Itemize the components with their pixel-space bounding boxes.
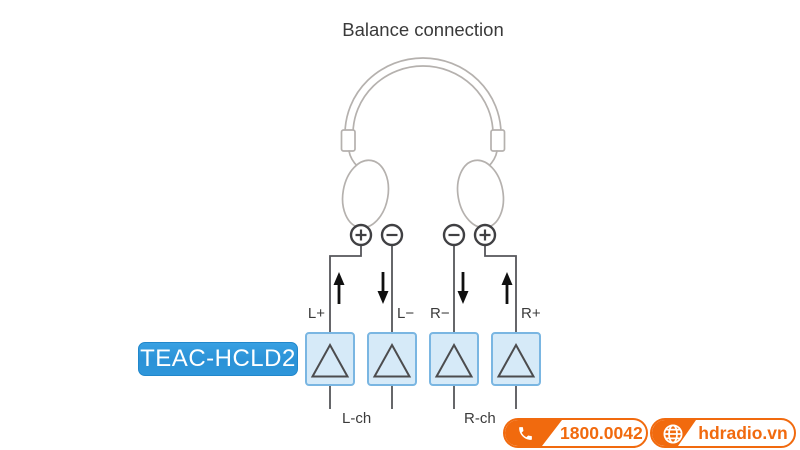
right-slider-block — [490, 129, 506, 152]
wire-r-plus — [484, 245, 517, 345]
device-badge: TEAC-HCLD2 — [138, 342, 298, 376]
arrow-down-icon — [457, 272, 469, 304]
amp-triangle-icon — [434, 342, 474, 378]
label-l-minus: L− — [397, 305, 415, 322]
flow-arrows — [333, 272, 513, 304]
arrow-up-icon — [333, 272, 345, 304]
arrow-down-icon — [377, 272, 389, 304]
phone-icon — [519, 427, 532, 440]
headband-inner-arc — [352, 65, 494, 135]
left-slider-block — [340, 129, 356, 152]
amp-triangle-icon — [372, 342, 412, 378]
globe-icon — [663, 424, 683, 444]
label-l-plus: L+ — [307, 305, 325, 322]
label-r-ch: R-ch — [464, 410, 496, 427]
label-r-minus: R− — [430, 305, 450, 322]
amp-triangle-icon — [496, 342, 536, 378]
label-r-plus: R+ — [521, 305, 541, 322]
wires — [329, 245, 517, 409]
website-badge[interactable]: hdradio.vn — [650, 418, 796, 448]
arrow-up-icon — [501, 272, 513, 304]
plus-sign — [355, 229, 367, 241]
hotline-number: 1800.0042 — [560, 423, 643, 443]
website-url: hdradio.vn — [698, 423, 788, 443]
diagram-title: Balance connection — [342, 19, 504, 40]
hotline-badge[interactable]: 1800.0042 — [503, 418, 648, 448]
amp-triangle-icon — [310, 342, 350, 378]
headphones-outline — [340, 57, 506, 229]
plus-sign — [479, 229, 491, 241]
amp-triangles — [310, 342, 536, 378]
label-l-ch: L-ch — [342, 410, 372, 427]
wire-l-plus — [329, 245, 362, 345]
left-ear-cup — [341, 159, 390, 229]
terminals — [349, 223, 497, 247]
headband-outer-arc — [344, 57, 502, 135]
right-ear-cup — [456, 159, 505, 229]
